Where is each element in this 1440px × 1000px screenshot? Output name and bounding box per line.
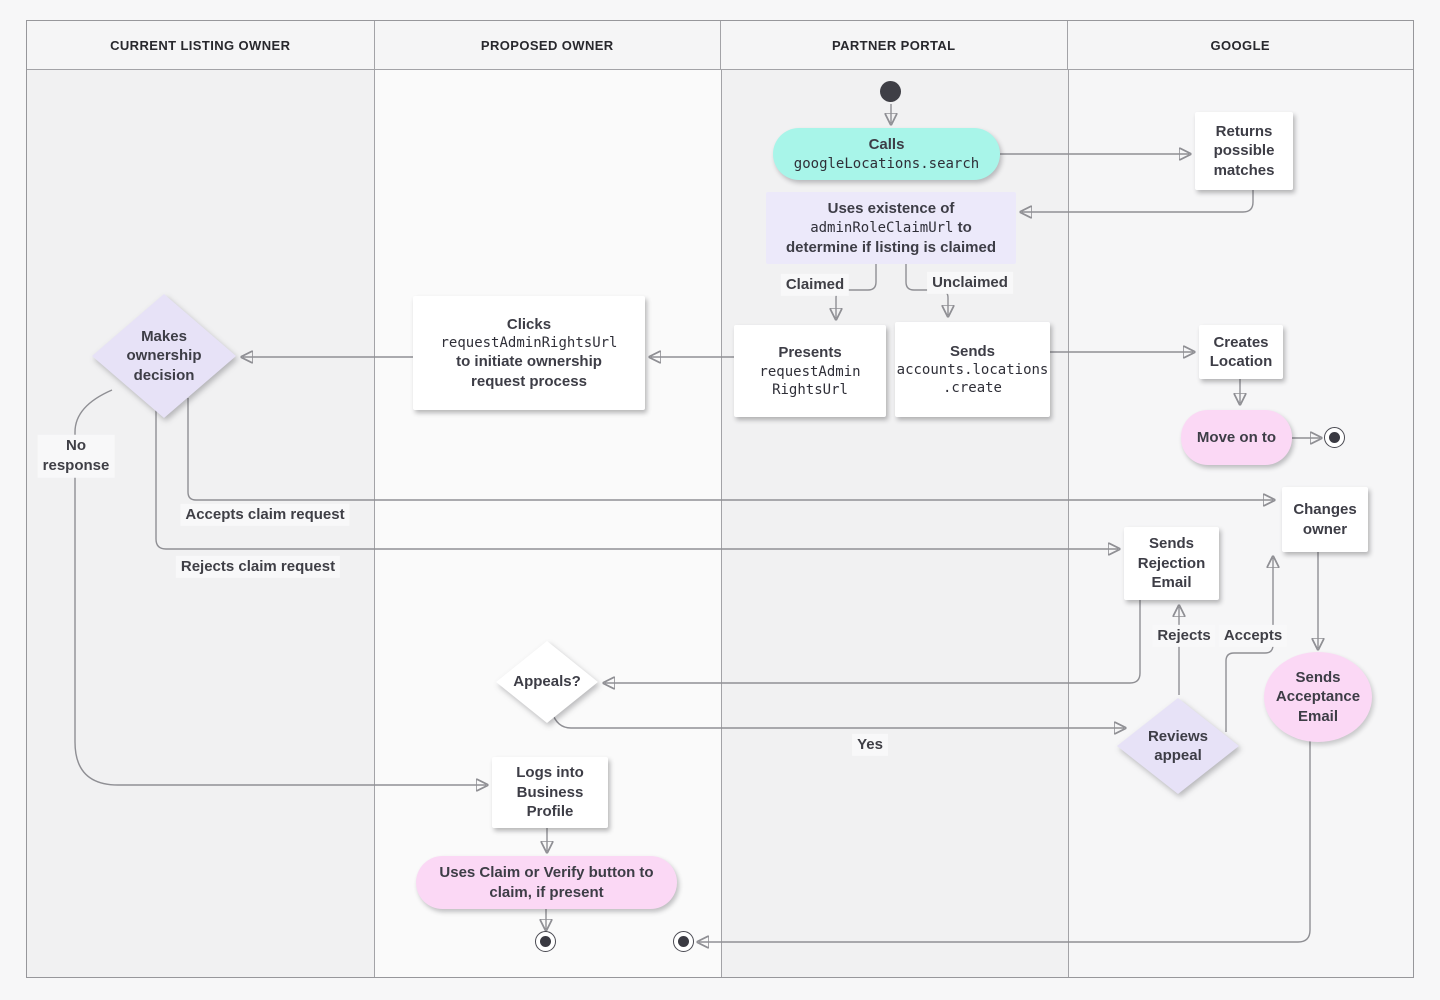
node-label: Logs into Business Profile xyxy=(516,764,584,821)
lane-header-partner-portal: PARTNER PORTAL xyxy=(720,21,1067,69)
node-title: Presents xyxy=(778,344,842,362)
edge-decision-accepts-to-changes xyxy=(187,398,1273,500)
node-label: Appeals? xyxy=(513,673,581,691)
end-node-dot xyxy=(540,936,551,947)
edge-label-rejects-claim-request: Rejects claim request xyxy=(175,555,341,579)
edge-uses-unclaimed-to-sends xyxy=(905,264,948,315)
node-presents-requestadminrightsurl: Presents requestAdmin RightsUrl xyxy=(734,325,886,417)
lane-current-listing-owner xyxy=(27,21,374,977)
node-reviews-appeal: Reviews appeal xyxy=(1115,696,1241,796)
edge-label-rejects: Rejects xyxy=(1152,624,1216,648)
node-calls-googlelocations-search: Calls googleLocations.search xyxy=(773,128,1000,180)
node-text-line3: determine if listing is claimed xyxy=(785,238,997,256)
node-label: Changes owner xyxy=(1293,501,1357,538)
edge-returns-to-uses xyxy=(1022,190,1254,212)
node-code-text: googleLocations.search xyxy=(793,155,980,172)
node-label: Sends Rejection Email xyxy=(1137,535,1206,592)
node-title: Clicks xyxy=(506,315,552,333)
start-node xyxy=(880,81,901,102)
node-label: Uses Claim or Verify button to claim, if… xyxy=(439,864,654,901)
edge-label-accepts-claim-request: Accepts claim request xyxy=(180,503,350,527)
end-node-dot xyxy=(678,936,689,947)
end-node-dot xyxy=(1329,432,1340,443)
edge-label-yes: Yes xyxy=(852,733,888,757)
node-label: Move on to xyxy=(1196,428,1277,446)
edge-appeals-yes-to-reviews xyxy=(551,711,1124,728)
lane-header-proposed-owner: PROPOSED OWNER xyxy=(373,21,721,69)
edge-decision-noresponse-to-logs xyxy=(74,389,486,785)
lane-header-row: CURRENT LISTING OWNER PROPOSED OWNER PAR… xyxy=(27,21,1413,70)
node-makes-ownership-decision: Makes ownership decision xyxy=(89,291,239,421)
edge-label-unclaimed: Unclaimed xyxy=(927,271,1013,295)
edge-label-accepts: Accepts xyxy=(1218,624,1288,648)
node-creates-location: Creates Location xyxy=(1199,325,1283,379)
diamond-shape xyxy=(1117,698,1239,794)
node-sends-acceptance-email: Sends Acceptance Email xyxy=(1264,652,1372,742)
node-uses-existence-adminroleclaimurl: Uses existence of adminRoleClaimUrl to d… xyxy=(766,192,1016,264)
node-label: Creates Location xyxy=(1209,333,1273,371)
lane-partner-portal xyxy=(721,21,1068,977)
end-node-claim xyxy=(535,931,556,952)
node-uses-claim-or-verify-button: Uses Claim or Verify button to claim, if… xyxy=(416,856,677,909)
node-label: Reviews appeal xyxy=(1147,727,1209,765)
end-node-move-on xyxy=(1324,427,1345,448)
node-title: Sends xyxy=(949,342,995,360)
end-node-acceptance xyxy=(673,931,694,952)
node-returns-possible-matches: Returns possible matches xyxy=(1195,112,1293,190)
edge-reviews-accepts-to-changes xyxy=(1225,558,1273,732)
node-clicks-requestadminrightsurl: Clicks requestAdminRightsUrl to initiate… xyxy=(413,296,645,410)
node-code-text: requestAdmin RightsUrl xyxy=(759,363,861,398)
node-move-on-to: Move on to xyxy=(1181,410,1292,465)
lane-header-google: GOOGLE xyxy=(1066,21,1414,69)
node-text-line2: adminRoleClaimUrl to xyxy=(810,218,972,238)
node-label: Sends Acceptance Email xyxy=(1275,668,1361,725)
node-logs-into-business-profile: Logs into Business Profile xyxy=(492,757,608,828)
node-text-line1: Uses existence of xyxy=(827,199,955,217)
node-sends-rejection-email: Sends Rejection Email xyxy=(1124,527,1219,600)
node-code-text: adminRoleClaimUrl xyxy=(810,220,954,237)
node-title: Calls xyxy=(868,136,905,154)
node-label: Makes ownership decision xyxy=(126,327,202,384)
node-changes-owner: Changes owner xyxy=(1282,487,1368,552)
edge-rejection-to-appeals xyxy=(605,600,1141,683)
node-label: Returns possible matches xyxy=(1213,122,1275,179)
diamond-shape xyxy=(496,641,598,723)
node-sends-accounts-locations-create: Sends accounts.locations .create xyxy=(895,322,1050,417)
node-text-suffix: to xyxy=(953,219,972,237)
edge-decision-rejects-to-rejection xyxy=(155,400,1118,549)
edge-acceptance-to-end xyxy=(699,741,1311,942)
node-code-text: requestAdminRightsUrl xyxy=(440,335,618,352)
edge-label-claimed: Claimed xyxy=(780,273,850,297)
node-text: to initiate ownership request process xyxy=(456,353,602,390)
edge-label-no-response: No response xyxy=(37,434,115,478)
diamond-shape xyxy=(92,294,236,418)
lane-header-current-listing-owner: CURRENT LISTING OWNER xyxy=(110,37,291,53)
node-appeals-decision: Appeals? xyxy=(494,639,600,725)
node-code-text: accounts.locations .create xyxy=(896,362,1049,397)
